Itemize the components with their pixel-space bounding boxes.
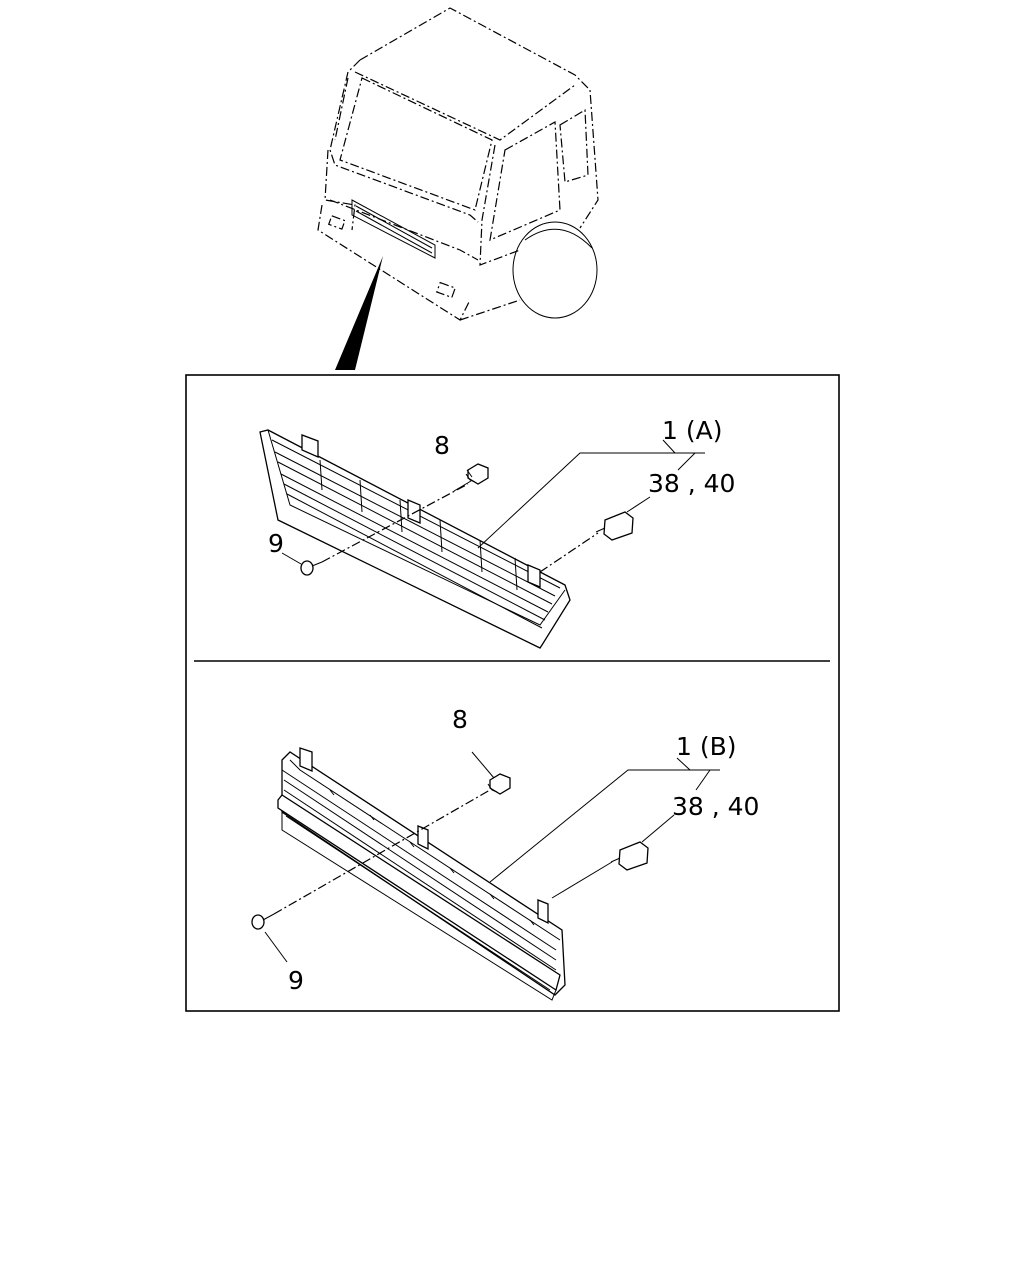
label-8-bottom: 8	[452, 705, 468, 734]
detail-frame	[185, 374, 840, 1012]
screw-9-top	[300, 560, 323, 576]
leader-9-label-top	[281, 552, 302, 565]
leader-38-40-top	[626, 496, 651, 513]
leader-9-top	[321, 483, 469, 563]
leader-9-label-bottom	[264, 931, 288, 963]
leader-bracket-top	[539, 532, 599, 573]
bracket-38-40-top	[595, 511, 634, 541]
label-9-bottom: 9	[288, 966, 304, 995]
label-1b: 1 (B)	[676, 732, 737, 761]
leader-1a	[477, 452, 705, 549]
leader-8-bottom	[471, 751, 495, 779]
screw-9-bottom	[251, 913, 275, 930]
leader-8-top	[453, 480, 472, 492]
leader-38-40-bottom-tick	[695, 769, 711, 791]
clip-8-bottom	[487, 773, 511, 795]
clip-8-top	[465, 463, 489, 485]
leader-1b-tick	[676, 757, 691, 771]
label-1a: 1 (A)	[662, 416, 722, 445]
leader-8-label-top	[466, 469, 473, 478]
label-9-top: 9	[268, 529, 284, 558]
leader-1b	[489, 769, 720, 883]
leader-1a-tick	[662, 439, 676, 454]
bracket-38-40-bottom	[610, 841, 649, 871]
label-8-top: 8	[434, 431, 450, 460]
truck-cab-overview	[317, 7, 599, 370]
leader-38-40-top-tick	[677, 452, 696, 471]
label-38-40-top: 38 , 40	[648, 469, 735, 498]
leader-38-40-bottom	[641, 814, 675, 843]
leader-bracket-bottom	[551, 861, 613, 899]
label-38-40-bottom: 38 , 40	[672, 792, 759, 821]
grille-b	[277, 747, 566, 1001]
leader-9-bottom	[273, 789, 491, 915]
grille-a	[259, 429, 571, 649]
